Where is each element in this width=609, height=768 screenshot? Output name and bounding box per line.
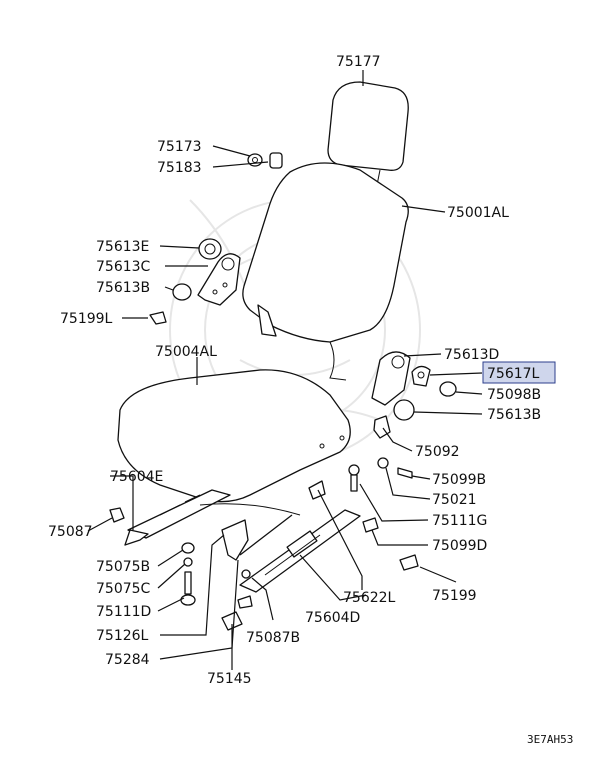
label-75021[interactable]: 75021 <box>432 492 477 508</box>
washer-75098B[interactable] <box>439 381 457 397</box>
label-75199L[interactable]: 75199L <box>60 311 113 327</box>
clip-75199L[interactable] <box>149 311 167 325</box>
label-75183[interactable]: 75183 <box>157 160 202 176</box>
nut-75099B[interactable] <box>377 457 413 479</box>
washer-75075C[interactable] <box>183 557 193 567</box>
slide-lever-75126L[interactable] <box>221 519 249 561</box>
bolt-75099D[interactable] <box>362 517 379 533</box>
seat-rail-75604E[interactable] <box>124 489 231 546</box>
label-75199[interactable]: 75199 <box>432 588 477 604</box>
recliner-bracket-75613C[interactable] <box>197 253 241 306</box>
leader-lines <box>87 70 483 670</box>
label-75604E[interactable]: 75604E <box>110 469 163 485</box>
label-75613B-right[interactable]: 75613B <box>487 407 541 423</box>
label-75173[interactable]: 75173 <box>157 139 202 155</box>
bolt-75021[interactable] <box>348 464 360 492</box>
highlight-box <box>482 361 556 384</box>
label-75284[interactable]: 75284 <box>105 652 150 668</box>
diagram-code: 3E7AH53 <box>527 733 573 746</box>
recliner-cover-75613E[interactable] <box>198 238 222 260</box>
recliner-cap-75613B-right[interactable] <box>393 399 415 421</box>
label-75613D[interactable]: 75613D <box>444 347 499 363</box>
label-75622L[interactable]: 75622L <box>343 590 396 606</box>
clip-75111G[interactable] <box>308 480 326 500</box>
label-75145[interactable]: 75145 <box>207 671 252 687</box>
washer-75075B[interactable] <box>181 542 195 554</box>
cover-75145[interactable] <box>221 611 243 631</box>
label-75617L[interactable]: 75617L <box>487 366 540 382</box>
label-75099B[interactable]: 75099B <box>432 472 486 488</box>
bolt-75111D[interactable] <box>180 571 196 606</box>
clip-75199[interactable] <box>399 554 419 571</box>
label-75087[interactable]: 75087 <box>48 524 93 540</box>
seat-cushion[interactable] <box>117 369 351 503</box>
label-75098B[interactable]: 75098B <box>487 387 541 403</box>
bar-75284[interactable] <box>239 514 293 556</box>
headrest-guide-75183[interactable] <box>269 152 283 169</box>
label-75111D[interactable]: 75111D <box>96 604 151 620</box>
label-75092[interactable]: 75092 <box>415 444 460 460</box>
label-75111G[interactable]: 75111G <box>432 513 487 529</box>
label-75099D[interactable]: 75099D <box>432 538 487 554</box>
recliner-cap-75613B[interactable] <box>172 283 192 301</box>
label-75613E[interactable]: 75613E <box>96 239 149 255</box>
label-75087B[interactable]: 75087B <box>246 630 300 646</box>
part-labels: 75177 75173 75183 75001AL 75613E 75613C … <box>48 54 573 746</box>
seatback[interactable] <box>242 162 409 381</box>
nut-75087B[interactable] <box>237 569 253 609</box>
label-75075B[interactable]: 75075B <box>96 559 150 575</box>
rail-link-75622L[interactable] <box>199 503 301 516</box>
label-75004AL[interactable]: 75004AL <box>155 344 217 360</box>
label-75177[interactable]: 75177 <box>336 54 381 70</box>
recliner-bracket-75613D[interactable] <box>371 351 411 406</box>
label-75126L[interactable]: 75126L <box>96 628 149 644</box>
label-75604D[interactable]: 75604D <box>305 610 360 626</box>
label-75075C[interactable]: 75075C <box>96 581 151 597</box>
label-75613B-top[interactable]: 75613B <box>96 280 150 296</box>
label-75613C[interactable]: 75613C <box>96 259 151 275</box>
seat-rail-75604D[interactable] <box>239 509 361 593</box>
nut-75087[interactable] <box>109 507 125 523</box>
label-75001AL[interactable]: 75001AL <box>447 205 509 221</box>
recliner-lever-75617L[interactable] <box>411 365 431 387</box>
